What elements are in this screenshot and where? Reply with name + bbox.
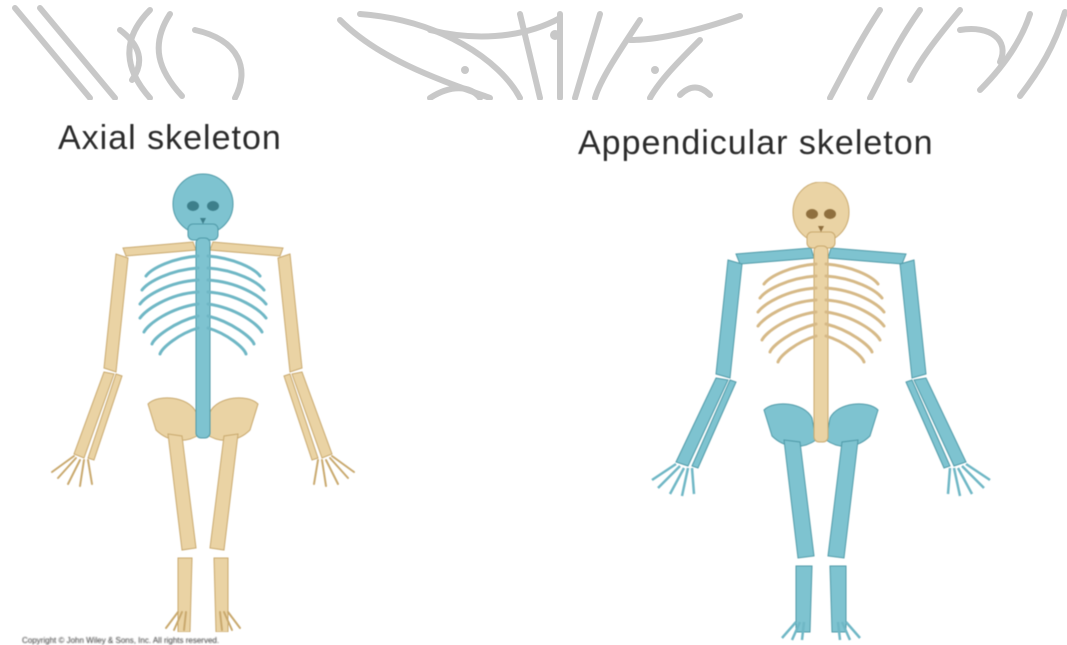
axial-skeleton-illustration [28, 172, 378, 632]
skeleton-figure: Axial skeleton Appendicular skeleton [8, 112, 1067, 642]
appendicular-skeleton-title: Appendicular skeleton [578, 124, 934, 163]
axial-skeleton-title: Axial skeleton [58, 119, 282, 158]
copyright-notice: Copyright © John Wiley & Sons, Inc. All … [22, 636, 219, 645]
appendicular-skeleton-illustration [636, 182, 1006, 642]
decorative-banner [0, 0, 1067, 100]
